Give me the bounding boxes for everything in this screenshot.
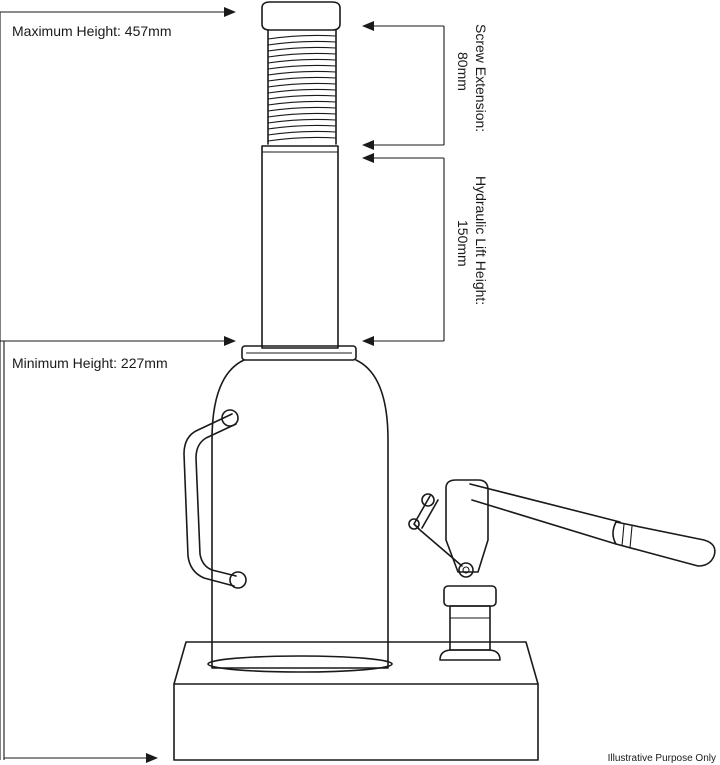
- thread-line: [267, 136, 337, 142]
- hydraulic-lift-line2: 150mm: [455, 220, 471, 267]
- thread-line: [267, 64, 337, 70]
- max-height-dimension: [0, 7, 236, 760]
- screw-extension-bracket: [362, 21, 445, 150]
- screw-extension-line2: 80mm: [455, 52, 471, 91]
- thread-line: [267, 118, 337, 124]
- screw-extension-line1: Screw Extension:: [473, 24, 489, 132]
- thread-line: [267, 100, 337, 106]
- hydraulic-lift-line1: Hydraulic Lift Height:: [473, 176, 489, 305]
- disclaimer-text: Illustrative Purpose Only: [608, 753, 716, 764]
- pump-assembly: [408, 479, 501, 661]
- thread-line: [267, 70, 337, 76]
- thread-line: [267, 52, 337, 58]
- screw-thread: [267, 29, 337, 145]
- thread-line: [267, 76, 337, 82]
- thread-line: [267, 124, 337, 130]
- thread-line: [267, 34, 337, 40]
- pump-handle: [469, 483, 716, 567]
- hydraulic-ram: [261, 145, 339, 349]
- thread-line: [267, 106, 337, 112]
- saddle-cap: [261, 1, 341, 31]
- carry-handle: [183, 409, 247, 589]
- hydraulic-lift-bracket: [362, 153, 445, 346]
- thread-line: [267, 94, 337, 100]
- thread-line: [267, 46, 337, 52]
- thread-line: [267, 58, 337, 64]
- min-height-dimension: [0, 336, 236, 763]
- thread-line: [267, 112, 337, 118]
- max-height-label: Maximum Height: 457mm: [12, 23, 172, 39]
- thread-line: [267, 130, 337, 136]
- cylinder-collar: [241, 345, 357, 361]
- thread-line: [267, 82, 337, 88]
- cylinder-body: [207, 359, 393, 673]
- min-height-label: Minimum Height: 227mm: [12, 355, 168, 371]
- base-plate: [173, 641, 539, 761]
- thread-line: [267, 88, 337, 94]
- screw-extension-label: Screw Extension: 80mm: [455, 24, 489, 132]
- hydraulic-lift-label: Hydraulic Lift Height: 150mm: [455, 176, 489, 305]
- thread-line: [267, 40, 337, 46]
